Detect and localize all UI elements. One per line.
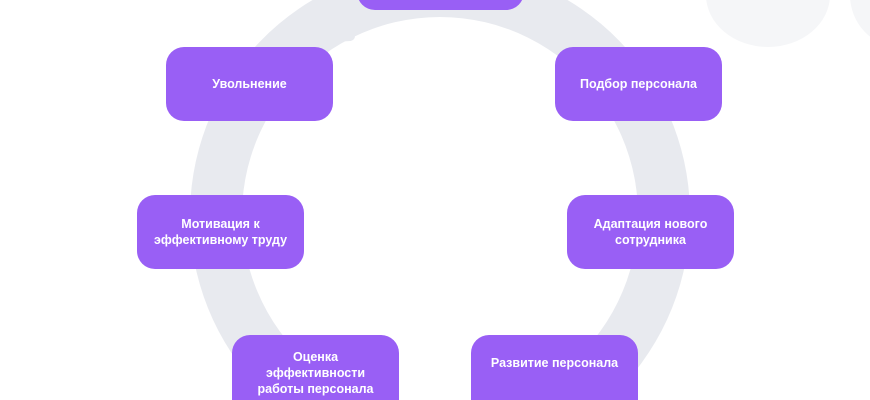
- arrowhead-icon: [313, 0, 355, 43]
- step-label: Адаптация нового сотрудника: [593, 217, 708, 247]
- step-label: Оценка эффективности работы персонала: [257, 350, 374, 396]
- step-box-dismissal: Увольнение: [166, 47, 333, 121]
- decor-circle: [850, 0, 870, 37]
- step-box-top: [357, 0, 524, 10]
- step-box-adaptation: Адаптация нового сотрудника: [567, 195, 734, 269]
- step-label: Мотивация к эффективному труду: [153, 217, 288, 247]
- step-label: Развитие персонала: [490, 356, 619, 370]
- step-label: Подбор персонала: [580, 77, 697, 91]
- decor-circle: [706, 0, 830, 47]
- step-box-development: Развитие персонала: [471, 335, 638, 400]
- step-label: Увольнение: [212, 77, 287, 91]
- step-box-motivation: Мотивация к эффективному труду: [137, 195, 304, 269]
- step-box-evaluation: Оценка эффективности работы персонала: [232, 335, 399, 400]
- step-box-recruitment: Подбор персонала: [555, 47, 722, 121]
